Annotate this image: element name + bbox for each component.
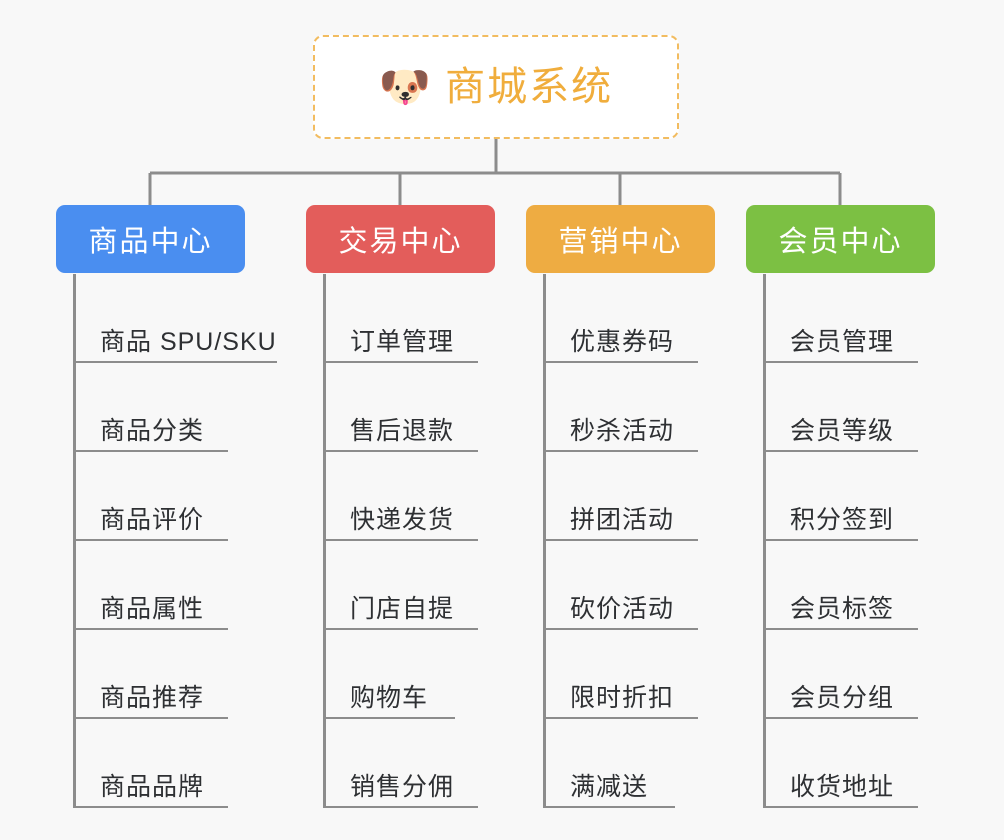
tree-connector-path (148, 139, 842, 205)
category-header-label: 会员中心 (778, 226, 903, 258)
leaf-item-label: 限时折扣 (570, 684, 675, 712)
leaf-item[interactable]: 拼团活动 (543, 452, 698, 541)
leaf-item-label: 购物车 (350, 684, 429, 712)
leaf-item-label: 商品品牌 (100, 773, 205, 801)
leaf-item[interactable]: 会员等级 (763, 363, 918, 452)
leaf-item-label: 订单管理 (350, 328, 455, 356)
leaf-item[interactable]: 商品品牌 (73, 719, 228, 808)
leaf-item-label: 商品推荐 (100, 684, 205, 712)
leaf-item[interactable]: 售后退款 (323, 363, 478, 452)
leaf-trunk-line (763, 274, 766, 808)
leaf-item[interactable]: 满减送 (543, 719, 675, 808)
leaf-item-label: 会员等级 (790, 417, 895, 445)
leaf-item[interactable]: 限时折扣 (543, 630, 698, 719)
leaf-item-label: 销售分佣 (350, 773, 455, 801)
category-header-label: 商品中心 (88, 226, 213, 258)
leaf-item-label: 商品分类 (100, 417, 205, 445)
leaf-item[interactable]: 商品 SPU/SKU (73, 274, 277, 363)
leaf-item-label: 秒杀活动 (570, 417, 675, 445)
category-header-trade-center[interactable]: 交易中心 (306, 205, 495, 273)
leaf-item-label: 商品评价 (100, 506, 205, 534)
leaf-item-label: 快递发货 (350, 506, 455, 534)
leaf-trunk-line (323, 274, 326, 808)
leaf-item[interactable]: 积分签到 (763, 452, 918, 541)
leaf-item[interactable]: 订单管理 (323, 274, 478, 363)
root-title: 商城系统 (445, 65, 614, 109)
leaf-item-label: 会员标签 (790, 595, 895, 623)
leaf-item[interactable]: 商品属性 (73, 541, 228, 630)
leaf-item[interactable]: 购物车 (323, 630, 455, 719)
leaf-item[interactable]: 砍价活动 (543, 541, 698, 630)
leaf-item-label: 拼团活动 (570, 506, 675, 534)
category-header-member-center[interactable]: 会员中心 (746, 205, 935, 273)
category-header-product-center[interactable]: 商品中心 (56, 205, 245, 273)
leaf-item[interactable]: 会员标签 (763, 541, 918, 630)
leaf-item-label: 售后退款 (350, 417, 455, 445)
root-node[interactable]: 🐶 商城系统 (313, 35, 679, 139)
leaf-item-label: 会员分组 (790, 684, 895, 712)
leaf-item-label: 积分签到 (790, 506, 895, 534)
leaf-item-label: 满减送 (570, 773, 649, 801)
leaf-item[interactable]: 秒杀活动 (543, 363, 698, 452)
leaf-item-label: 收货地址 (790, 773, 895, 801)
leaf-item-label: 优惠券码 (570, 328, 675, 356)
leaf-trunk-line (543, 274, 546, 808)
leaf-item[interactable]: 收货地址 (763, 719, 918, 808)
leaf-item[interactable]: 门店自提 (323, 541, 478, 630)
category-header-marketing-center[interactable]: 营销中心 (526, 205, 715, 273)
leaf-item[interactable]: 销售分佣 (323, 719, 478, 808)
leaf-item[interactable]: 会员分组 (763, 630, 918, 719)
leaf-trunk-line (73, 274, 76, 808)
leaf-item[interactable]: 商品分类 (73, 363, 228, 452)
category-header-label: 营销中心 (558, 226, 683, 258)
leaf-item-label: 商品 SPU/SKU (100, 328, 277, 356)
leaf-item[interactable]: 优惠券码 (543, 274, 698, 363)
leaf-item[interactable]: 商品评价 (73, 452, 228, 541)
leaf-item[interactable]: 快递发货 (323, 452, 478, 541)
leaf-item-label: 门店自提 (350, 595, 455, 623)
leaf-item[interactable]: 会员管理 (763, 274, 918, 363)
leaf-item[interactable]: 商品推荐 (73, 630, 228, 719)
category-header-label: 交易中心 (338, 226, 463, 258)
leaf-item-label: 会员管理 (790, 328, 895, 356)
dog-face-icon: 🐶 (378, 63, 432, 110)
leaf-item-label: 砍价活动 (570, 595, 675, 623)
leaf-item-label: 商品属性 (100, 595, 205, 623)
